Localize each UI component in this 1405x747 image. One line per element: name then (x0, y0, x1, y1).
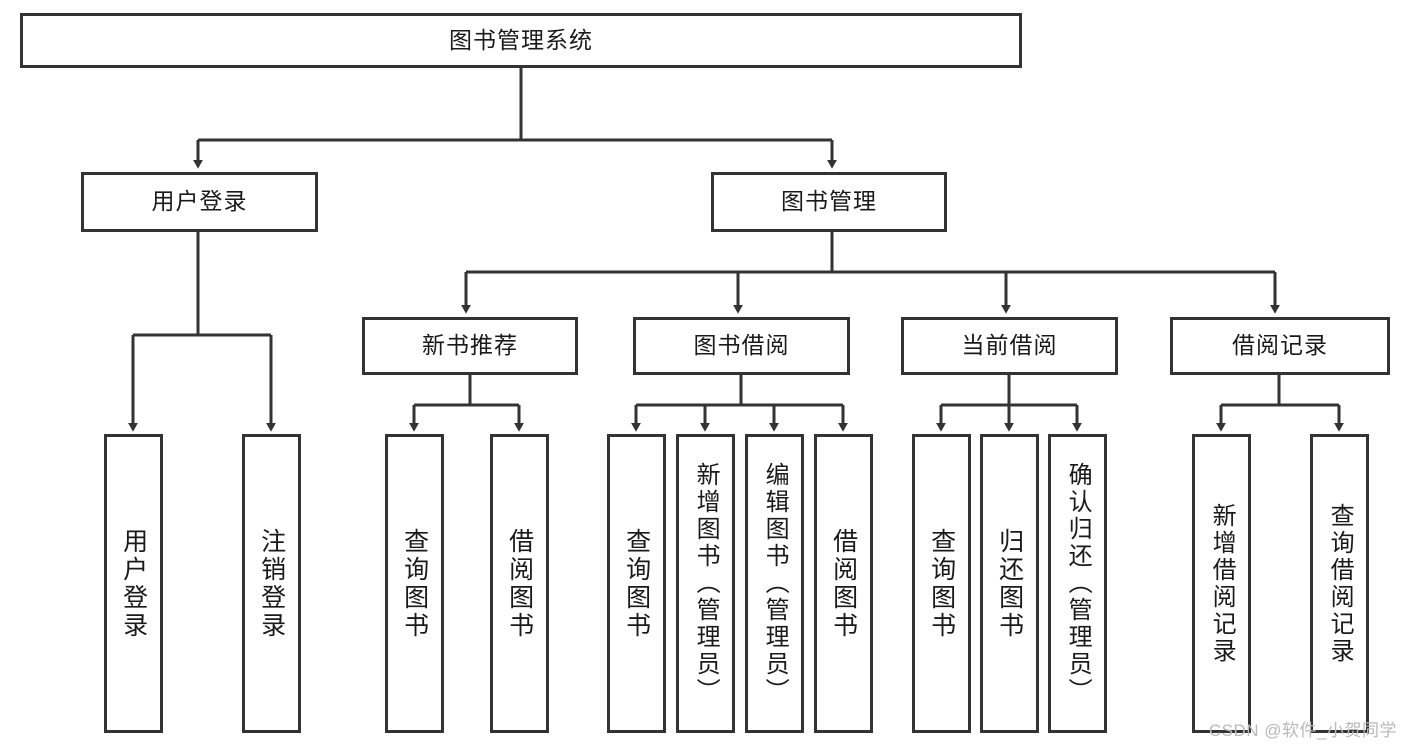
node-borrow-record[interactable]: 借阅记录 (1170, 317, 1390, 375)
node-leaf-add-record-label: 新增借阅记录 (1208, 502, 1236, 665)
node-leaf-logout[interactable]: 注销登录 (242, 434, 301, 733)
node-leaf-borrow-book-1-label: 借阅图书 (505, 527, 534, 640)
node-borrow-record-label: 借阅记录 (1232, 332, 1328, 359)
node-leaf-borrow-book-1[interactable]: 借阅图书 (490, 434, 549, 733)
node-leaf-borrow-book-2-label: 借阅图书 (829, 527, 858, 640)
node-leaf-add-book-label: 新增图书（管理员） (692, 462, 720, 705)
node-current-borrow-label: 当前借阅 (961, 332, 1058, 359)
csdn-watermark: CSDN @软件_小贺同学 (1208, 721, 1397, 740)
node-leaf-query-record[interactable]: 查询借阅记录 (1310, 434, 1369, 733)
node-leaf-return-book[interactable]: 归还图书 (980, 434, 1039, 733)
node-leaf-confirm-return-label: 确认归还（管理员） (1064, 462, 1092, 705)
node-leaf-query-book-3-label: 查询图书 (927, 527, 956, 640)
node-leaf-query-book-2[interactable]: 查询图书 (607, 434, 666, 733)
node-leaf-add-record[interactable]: 新增借阅记录 (1192, 434, 1251, 733)
node-leaf-confirm-return[interactable]: 确认归还（管理员） (1048, 434, 1107, 733)
node-leaf-add-book[interactable]: 新增图书（管理员） (676, 434, 735, 733)
node-book-borrow-label: 图书借阅 (693, 332, 790, 359)
node-new-book-rec[interactable]: 新书推荐 (362, 317, 578, 375)
node-leaf-query-book-2-label: 查询图书 (622, 527, 651, 640)
node-leaf-logout-label: 注销登录 (257, 527, 286, 640)
node-leaf-borrow-book-2[interactable]: 借阅图书 (814, 434, 873, 733)
node-root[interactable]: 图书管理系统 (20, 13, 1022, 68)
node-leaf-return-book-label: 归还图书 (995, 527, 1024, 640)
node-current-borrow[interactable]: 当前借阅 (901, 317, 1118, 375)
node-leaf-query-book-1[interactable]: 查询图书 (385, 434, 444, 733)
node-leaf-query-record-label: 查询借阅记录 (1326, 502, 1354, 665)
node-book-manage-label: 图书管理 (781, 188, 877, 215)
node-new-book-rec-label: 新书推荐 (422, 332, 518, 359)
node-user-login-label: 用户登录 (151, 188, 248, 215)
node-root-label: 图书管理系统 (449, 26, 593, 53)
node-book-manage[interactable]: 图书管理 (711, 172, 947, 232)
node-book-borrow[interactable]: 图书借阅 (633, 317, 850, 375)
node-leaf-edit-book-label: 编辑图书（管理员） (761, 462, 789, 705)
node-leaf-query-book-1-label: 查询图书 (400, 527, 429, 640)
node-leaf-user-login[interactable]: 用户登录 (104, 434, 163, 733)
node-leaf-query-book-3[interactable]: 查询图书 (912, 434, 971, 733)
node-user-login[interactable]: 用户登录 (81, 172, 318, 232)
node-leaf-edit-book[interactable]: 编辑图书（管理员） (745, 434, 804, 733)
node-leaf-user-login-label: 用户登录 (119, 527, 148, 640)
